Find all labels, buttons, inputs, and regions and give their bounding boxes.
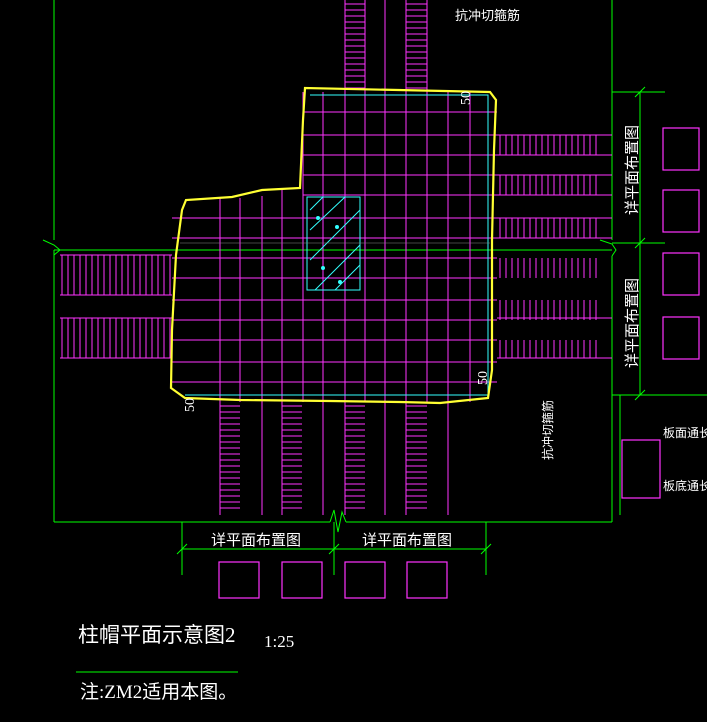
drawing-title: 柱帽平面示意图2 — [78, 623, 236, 647]
column-cap-edge — [169, 86, 498, 405]
column-outline — [185, 94, 489, 396]
column-square-b4 — [406, 561, 448, 599]
detail-label-bottom-right: 详平面布置图 — [362, 532, 452, 549]
legend-square — [621, 439, 661, 499]
column-square-r2 — [662, 189, 700, 233]
column-squares — [218, 127, 700, 599]
punching-stirrups — [61, 3, 597, 509]
column-square-b1 — [218, 561, 260, 599]
column-square-r3 — [662, 252, 700, 296]
rebar-grid — [60, 0, 612, 515]
column-square-b2 — [281, 561, 323, 599]
detail-label-right-bottom: 详平面布置图 — [624, 278, 641, 368]
column-square-b3 — [344, 561, 386, 599]
dim-50-right: 50 — [476, 371, 491, 385]
drawing-scale: 1:25 — [264, 632, 294, 651]
column-square-r4 — [662, 316, 700, 360]
column-square-r1 — [662, 127, 700, 171]
drawing-note: 注:ZM2适用本图。 — [80, 681, 237, 703]
dim-50-top: 50 — [459, 91, 474, 105]
dimension-bottom — [176, 522, 492, 575]
detail-label-bottom-left: 详平面布置图 — [211, 532, 301, 549]
legend-bottom-bar: 板底通长筋 — [663, 478, 707, 493]
legend-top-bar: 板面通长筋 — [663, 425, 707, 440]
detail-label-right-top: 详平面布置图 — [624, 125, 641, 215]
dimension-right — [612, 86, 665, 401]
slab-outline — [42, 0, 707, 533]
top-rebar-note: 抗冲切箍筋 — [455, 8, 520, 23]
dim-50-left: 50 — [183, 398, 198, 412]
side-rebar-note: 抗冲切箍筋 — [540, 400, 555, 460]
